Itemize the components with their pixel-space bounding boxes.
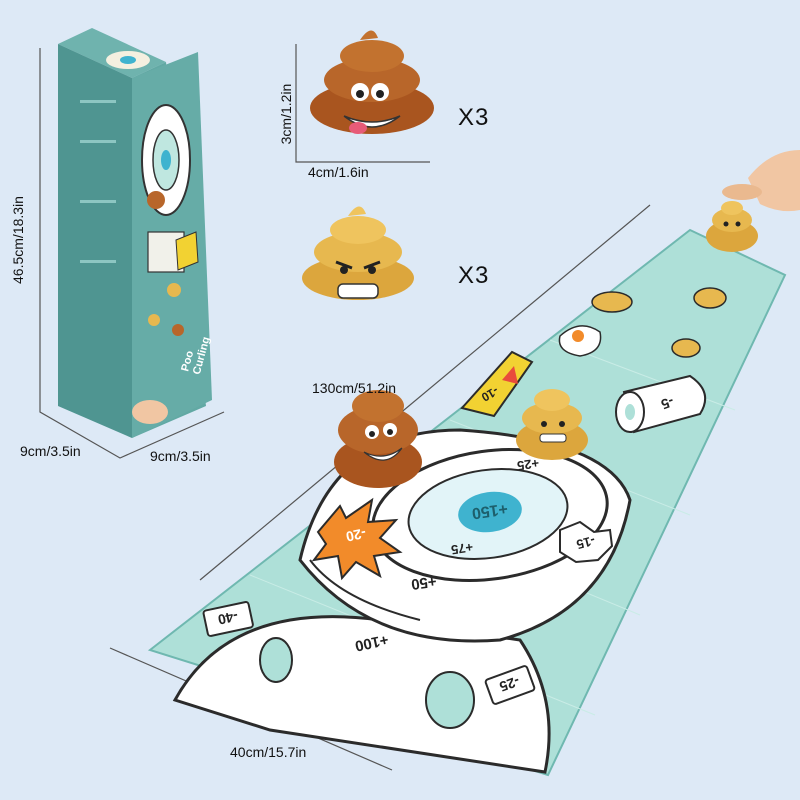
- box-dimension-lines: [39, 48, 225, 459]
- piece-width-label: 4cm/1.6in: [308, 164, 369, 180]
- caution-sign: -10: [460, 350, 534, 418]
- score-center: +150: [471, 500, 509, 522]
- yellow-piece-on-mat: [516, 389, 588, 460]
- mat-width-label: 40cm/15.7in: [230, 744, 307, 760]
- piece-height-label: 3cm/1.2in: [278, 83, 294, 145]
- brand-line1: Poo: [179, 349, 196, 372]
- box-height-label: 46.5cm/18.3in: [10, 196, 26, 284]
- burst-right: -15: [559, 520, 614, 564]
- toilet-roll: -5: [615, 374, 707, 434]
- box-depth-label: 9cm/3.5in: [150, 448, 211, 464]
- burst-left: -20: [311, 497, 403, 581]
- brown-piece-on-mat: [334, 390, 422, 488]
- product-box: Poo Curling: [39, 28, 225, 459]
- mat-length-line: [199, 204, 651, 581]
- mat-length-label: 130cm/51.2in: [312, 380, 397, 396]
- score-ring-inner: +75: [450, 540, 474, 558]
- brown-quantity-label: X3: [458, 104, 490, 131]
- score-burst-right: -15: [575, 533, 597, 552]
- box-width-label: 9cm/3.5in: [20, 443, 81, 459]
- hand-illustration: [132, 400, 168, 424]
- score-left-penalty: -40: [216, 608, 239, 628]
- yellow-piece: [302, 206, 414, 300]
- yellow-quantity-label: X3: [458, 262, 490, 289]
- piece-dimension-lines: [295, 44, 430, 163]
- score-ring-outer: +25: [516, 456, 540, 474]
- score-burst-left: -20: [344, 525, 367, 545]
- penalty-left: -40: [202, 601, 254, 637]
- brown-piece: [310, 30, 434, 134]
- score-roll: -5: [659, 393, 676, 412]
- score-lid: +100: [353, 631, 390, 655]
- score-right-penalty: -25: [497, 673, 522, 695]
- score-rim: +50: [410, 572, 438, 592]
- penalty-right: -25: [484, 665, 536, 705]
- hand-with-piece: [706, 150, 800, 252]
- play-mat: +150 +75 +25 +50 +100 -40 -25 -20 -15 -: [109, 204, 787, 777]
